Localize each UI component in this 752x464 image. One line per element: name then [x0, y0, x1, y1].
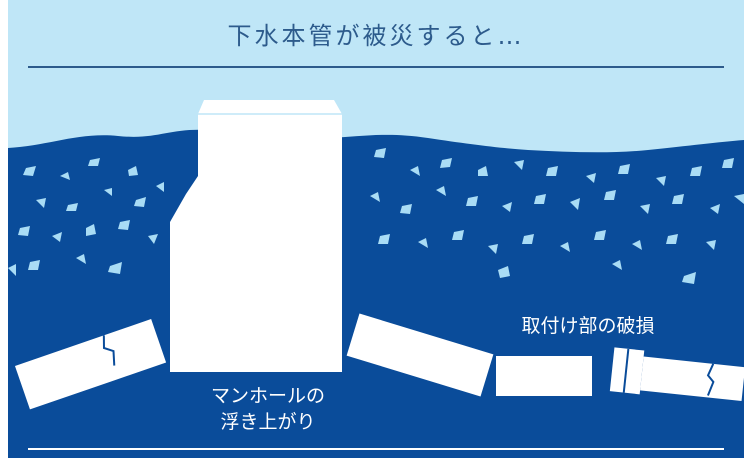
title-underline: [28, 66, 724, 68]
diagram-frame: 下水本管が被災すると…: [8, 0, 744, 458]
middle-pipe: [346, 313, 494, 397]
ground-layer: [8, 129, 744, 458]
left-pipe: [14, 319, 167, 410]
joint-damage-label: 取付け部の破損: [521, 315, 655, 337]
soil-particles: [8, 148, 744, 284]
page-title: 下水本管が被災すると…: [227, 22, 525, 50]
manhole-label-line1: マンホールの: [210, 385, 325, 407]
lateral-pipe: [496, 356, 592, 396]
manhole-label-line2: 浮き上がり: [220, 411, 316, 433]
right-pipe: [609, 347, 744, 401]
manhole-uplift-label: マンホールの 浮き上がり: [178, 383, 358, 435]
manhole-shape: [170, 100, 342, 372]
bottom-rule: [28, 448, 724, 450]
damage-scene: [8, 100, 744, 458]
